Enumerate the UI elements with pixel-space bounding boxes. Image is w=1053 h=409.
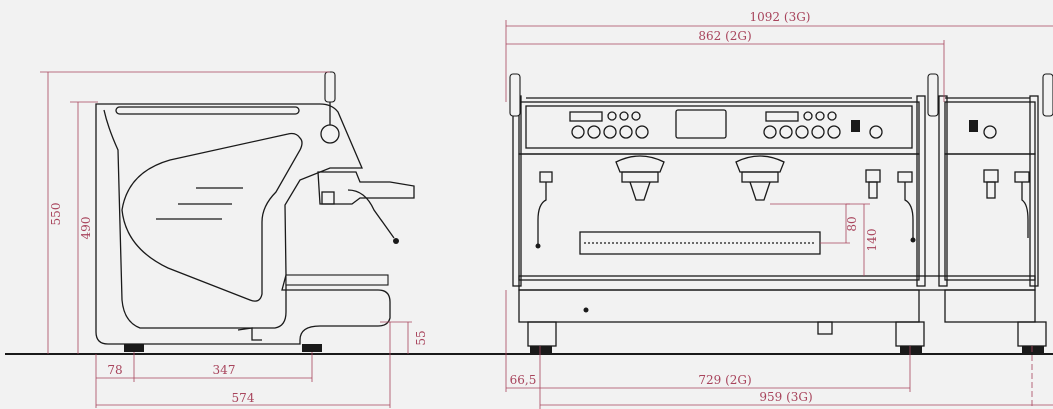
front-base-3g xyxy=(944,289,1036,323)
label-959: 959 (3G) xyxy=(759,390,812,404)
label-55: 55 xyxy=(414,330,428,345)
front-leg-mid xyxy=(895,321,925,347)
side-drip-tray xyxy=(285,274,389,286)
front-left-buttons xyxy=(571,111,649,139)
side-wand-tip xyxy=(393,238,399,244)
front-lever-mid xyxy=(927,73,939,117)
side-portafilter xyxy=(317,171,415,205)
label-490: 490 xyxy=(79,217,93,240)
side-steam-lever xyxy=(324,71,336,103)
front-right-label xyxy=(765,111,799,122)
front-3g-body xyxy=(944,153,1036,281)
side-body-outline xyxy=(95,103,391,345)
side-curve-panel xyxy=(121,132,303,302)
side-front-foot xyxy=(124,344,144,352)
front-leg-right xyxy=(1017,321,1047,347)
front-dimensions: 1092 (3G) 862 (2G) 80 140 66,5 729 (2G) … xyxy=(505,10,1053,409)
front-lever-left xyxy=(509,73,521,117)
side-drain xyxy=(237,327,262,341)
front-3g-cup-icon xyxy=(969,120,978,132)
side-rear-foot xyxy=(302,344,322,352)
front-foot-mid xyxy=(900,346,922,354)
label-729: 729 (2G) xyxy=(698,373,751,387)
front-group-head-1 xyxy=(615,155,665,201)
side-dimensions: 550 490 55 78 347 574 xyxy=(40,71,428,408)
front-tap-mid xyxy=(865,169,881,199)
front-leg-left xyxy=(527,321,557,347)
front-mid-post-2 xyxy=(938,95,948,287)
front-tap-left xyxy=(535,171,553,249)
front-drip-tray xyxy=(518,275,1036,291)
label-574: 574 xyxy=(232,391,255,405)
front-right-post xyxy=(1029,95,1039,287)
label-550: 550 xyxy=(49,203,63,226)
side-spout xyxy=(321,191,335,205)
label-78: 78 xyxy=(107,363,122,377)
side-inner-panel xyxy=(103,109,287,329)
front-cup-icon xyxy=(851,120,860,132)
front-foot-right xyxy=(1022,346,1044,354)
front-3g-top-panel xyxy=(944,101,1036,155)
side-top-slot xyxy=(115,106,300,115)
front-foot-left xyxy=(530,346,552,354)
front-body xyxy=(518,153,920,281)
label-140: 140 xyxy=(865,229,879,252)
front-base-2g xyxy=(518,289,920,323)
front-group-head-2 xyxy=(735,155,785,201)
front-cup-button xyxy=(869,125,883,139)
label-80: 80 xyxy=(845,216,859,231)
front-indicator xyxy=(583,307,589,313)
front-display xyxy=(675,109,727,139)
front-3g-taps xyxy=(983,169,1030,238)
front-left-post xyxy=(512,95,522,287)
label-66-5: 66,5 xyxy=(510,373,537,387)
label-1092: 1092 (3G) xyxy=(750,10,811,24)
front-right-buttons xyxy=(763,111,841,139)
front-3g-cup-button xyxy=(983,125,997,139)
front-drain xyxy=(817,321,833,335)
front-tap-right xyxy=(897,171,916,243)
front-mid-post xyxy=(916,95,926,287)
front-lever-right xyxy=(1042,73,1053,117)
side-view xyxy=(95,71,415,352)
label-862: 862 (2G) xyxy=(698,29,751,43)
label-347: 347 xyxy=(213,363,236,377)
side-steam-wand xyxy=(347,189,395,239)
front-view xyxy=(509,73,1053,354)
front-left-label xyxy=(569,111,603,122)
front-control-panel xyxy=(525,105,913,149)
side-knob xyxy=(320,124,340,144)
